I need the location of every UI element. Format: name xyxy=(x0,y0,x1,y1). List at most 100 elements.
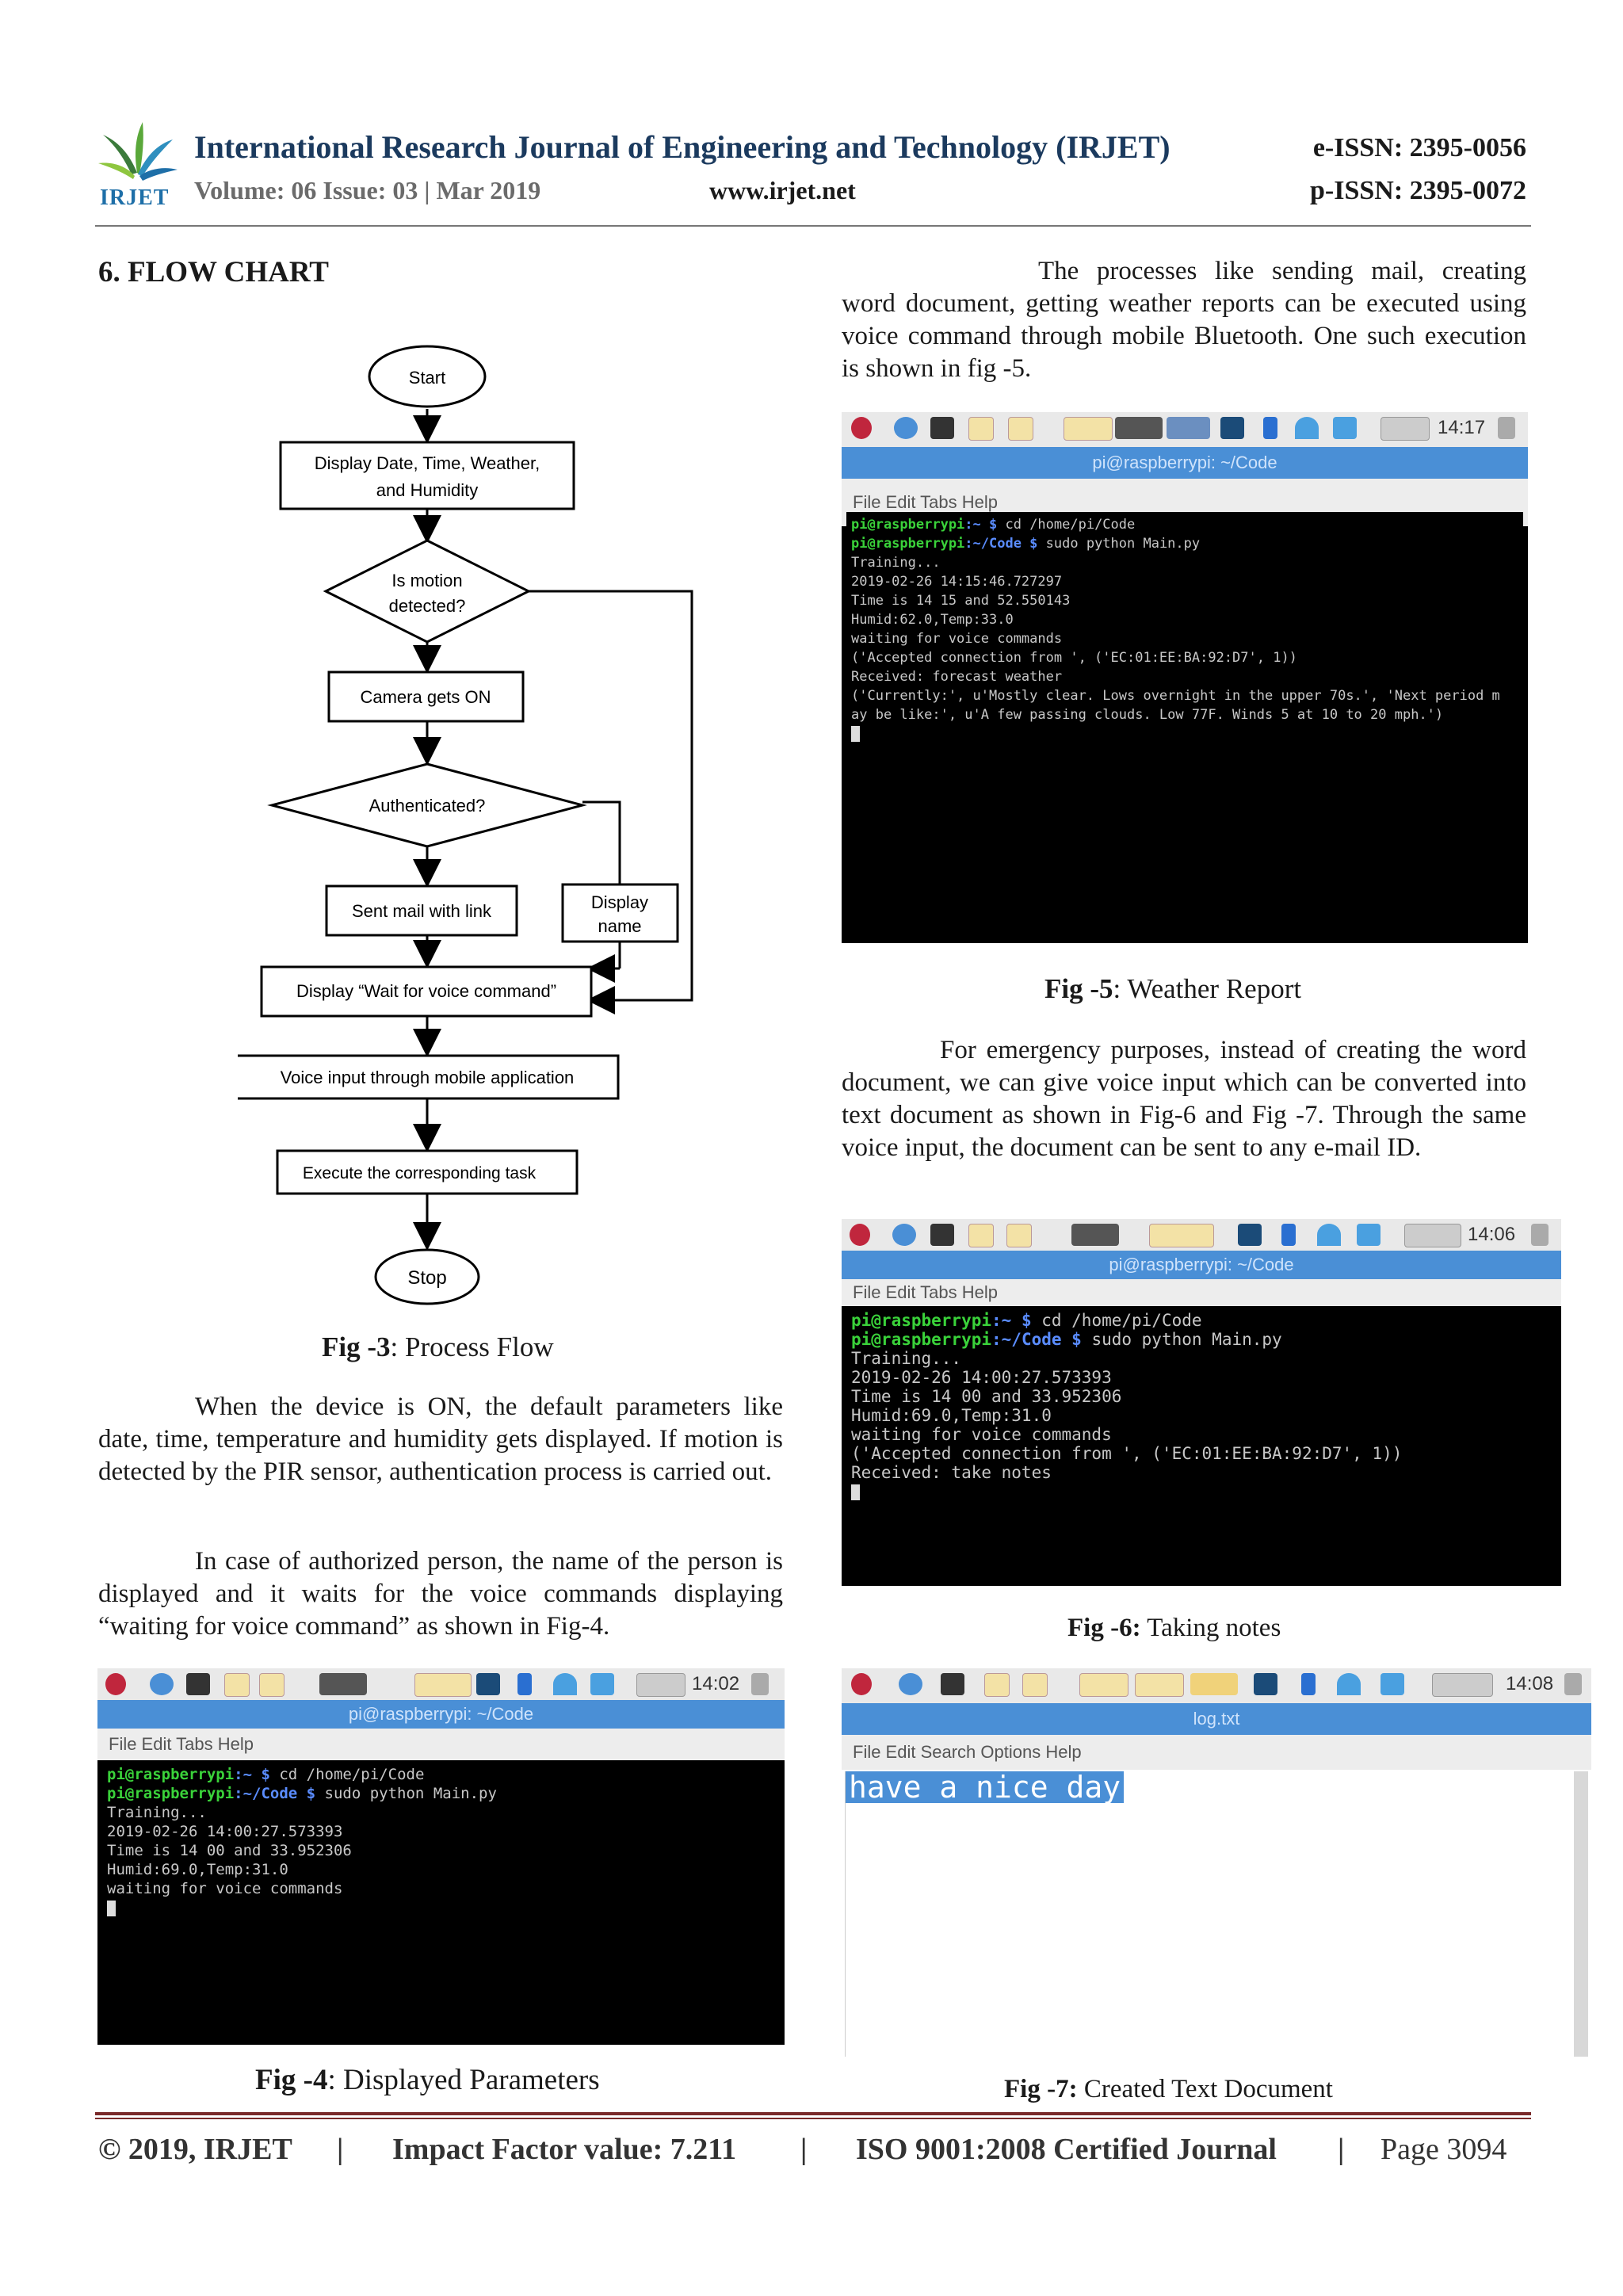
terminal-command: sudo python Main.py xyxy=(324,1785,497,1802)
prompt-path: :~ $ xyxy=(234,1766,280,1783)
vnc-icon[interactable] xyxy=(1220,417,1244,439)
fc-execute-text: Execute the corresponding task xyxy=(303,1164,537,1182)
volume-icon[interactable] xyxy=(1357,1224,1381,1246)
raspberry-icon[interactable] xyxy=(850,1224,870,1246)
fc-motion-text2: detected? xyxy=(389,596,466,616)
footer-rule xyxy=(95,2112,1531,2115)
folder-task-icon[interactable] xyxy=(1149,1224,1214,1247)
raspberry-icon[interactable] xyxy=(851,1673,872,1695)
fig7-scrollbar[interactable] xyxy=(1574,1771,1588,2057)
prompt-path: :~/Code $ xyxy=(991,1330,1092,1349)
terminal-icon[interactable] xyxy=(186,1673,210,1695)
volume-icon[interactable] xyxy=(1333,417,1357,439)
terminal-task-icon[interactable] xyxy=(1115,417,1163,439)
wifi-icon[interactable] xyxy=(1295,417,1319,439)
journal-url[interactable]: www.irjet.net xyxy=(709,176,856,204)
fig7-screenshot: 14:08 log.txt File Edit Search Options H… xyxy=(842,1668,1591,2057)
pissn: p-ISSN: 2395-0072 xyxy=(1310,176,1526,205)
terminal-command: cd /home/pi/Code xyxy=(1041,1311,1202,1330)
folder-icon[interactable] xyxy=(224,1673,250,1697)
terminal-task-icon[interactable] xyxy=(1071,1224,1119,1246)
vnc-icon[interactable] xyxy=(476,1673,500,1695)
terminal-icon[interactable] xyxy=(941,1673,964,1695)
text-editor-icon[interactable] xyxy=(1190,1673,1238,1695)
volume-icon[interactable] xyxy=(590,1673,614,1695)
wifi-icon[interactable] xyxy=(1337,1673,1361,1695)
fc-auth-node xyxy=(267,762,587,848)
left-paragraph-1: When the device is ON, the default param… xyxy=(98,1391,783,1488)
folder-task-icon[interactable] xyxy=(1079,1673,1128,1697)
fc-name-node xyxy=(561,883,679,943)
fig6-menubar[interactable]: File Edit Tabs Help xyxy=(842,1279,1561,1306)
fig7-caption: Fig -7: Created Text Document xyxy=(1004,2075,1333,2104)
fig6-screenshot: 14:06 pi@raspberrypi: ~/Code File Edit T… xyxy=(842,1219,1561,1586)
folder-task-icon[interactable] xyxy=(1135,1673,1184,1697)
wifi-icon[interactable] xyxy=(1317,1224,1341,1246)
fig5-window-title: pi@raspberrypi: ~/Code xyxy=(842,447,1528,479)
footer-iso: ISO 9001:2008 Certified Journal xyxy=(856,2133,1277,2166)
folder-icon[interactable] xyxy=(984,1673,1010,1697)
raspberry-icon[interactable] xyxy=(851,417,872,439)
prompt-user: pi@raspberrypi xyxy=(107,1766,235,1783)
globe-icon[interactable] xyxy=(899,1673,922,1695)
folder-task-icon[interactable] xyxy=(414,1673,472,1697)
bluetooth-icon[interactable] xyxy=(1263,417,1277,439)
folder-icon[interactable] xyxy=(1022,1673,1048,1697)
fc-stop-text: Stop xyxy=(407,1267,446,1289)
fig7-editor[interactable]: have a nice day xyxy=(845,1771,1573,2057)
fig5-terminal[interactable]: pi@raspberrypi:~ $ cd /home/pi/Code pi@r… xyxy=(846,512,1523,938)
globe-icon[interactable] xyxy=(150,1673,174,1695)
fc-camera-node xyxy=(327,670,525,723)
fig6-terminal[interactable]: pi@raspberrypi:~ $ cd /home/pi/Code pi@r… xyxy=(846,1308,1556,1581)
bluetooth-icon[interactable] xyxy=(1281,1224,1296,1246)
left-paragraph-1-text: When the device is ON, the default param… xyxy=(98,1392,783,1486)
fig3-text: : Process Flow xyxy=(390,1331,554,1362)
fc-stop-node xyxy=(374,1248,480,1305)
terminal-output: Training... 2019-02-26 14:15:46.727297 T… xyxy=(851,555,1500,723)
window-task-icon[interactable] xyxy=(1167,417,1210,439)
fig5-text: : Weather Report xyxy=(1113,973,1302,1004)
bluetooth-icon[interactable] xyxy=(517,1673,532,1695)
terminal-cursor xyxy=(851,726,860,742)
fc-execute-node xyxy=(276,1149,579,1195)
terminal-icon[interactable] xyxy=(930,417,954,439)
eissn: e-ISSN: 2395-0056 xyxy=(1312,133,1526,162)
eject-icon[interactable] xyxy=(1564,1673,1582,1695)
volume-icon[interactable] xyxy=(1381,1673,1404,1695)
folder-icon[interactable] xyxy=(1006,1224,1032,1247)
fig6-label: Fig -6: xyxy=(1067,1614,1141,1642)
folder-task-icon[interactable] xyxy=(1064,417,1113,441)
left-paragraph-2-text: In case of authorized person, the name o… xyxy=(98,1547,783,1641)
vnc-icon[interactable] xyxy=(1254,1673,1277,1695)
bluetooth-icon[interactable] xyxy=(1301,1673,1316,1695)
prompt-user: pi@raspberrypi xyxy=(851,517,965,533)
prompt-user: pi@raspberrypi xyxy=(107,1785,235,1802)
folder-icon[interactable] xyxy=(968,1224,994,1247)
fig4-terminal[interactable]: pi@raspberrypi:~ $ cd /home/pi/Code pi@r… xyxy=(102,1762,780,2040)
fig7-window-title: log.txt xyxy=(842,1703,1591,1735)
terminal-icon[interactable] xyxy=(930,1224,954,1246)
terminal-task-icon[interactable] xyxy=(319,1673,367,1695)
folder-icon[interactable] xyxy=(1008,417,1033,441)
fig5-clock: 14:17 xyxy=(1438,417,1486,438)
journal-logo-icon xyxy=(98,122,178,181)
globe-icon[interactable] xyxy=(894,417,918,439)
globe-icon[interactable] xyxy=(892,1224,916,1246)
fc-name-text1: Display xyxy=(591,892,648,912)
folder-icon[interactable] xyxy=(259,1673,285,1697)
wifi-icon[interactable] xyxy=(553,1673,577,1695)
raspberry-icon[interactable] xyxy=(105,1673,126,1695)
fig7-menubar[interactable]: File Edit Search Options Help xyxy=(842,1735,1591,1770)
fig4-caption: Fig -4: Displayed Parameters xyxy=(255,2063,600,2097)
fig6-text: Taking notes xyxy=(1140,1614,1281,1642)
footer-page: Page 3094 xyxy=(1381,2133,1507,2166)
footer-copyright: © 2019, IRJET xyxy=(98,2133,292,2166)
eject-icon[interactable] xyxy=(1498,417,1515,439)
vnc-icon[interactable] xyxy=(1238,1224,1262,1246)
right-paragraph-2-text: For emergency purposes, instead of creat… xyxy=(842,1036,1526,1162)
eject-icon[interactable] xyxy=(1531,1224,1549,1246)
eject-icon[interactable] xyxy=(751,1673,769,1695)
fc-name-text2: name xyxy=(598,916,641,936)
fig4-menubar[interactable]: File Edit Tabs Help xyxy=(97,1729,785,1760)
folder-icon[interactable] xyxy=(968,417,994,441)
